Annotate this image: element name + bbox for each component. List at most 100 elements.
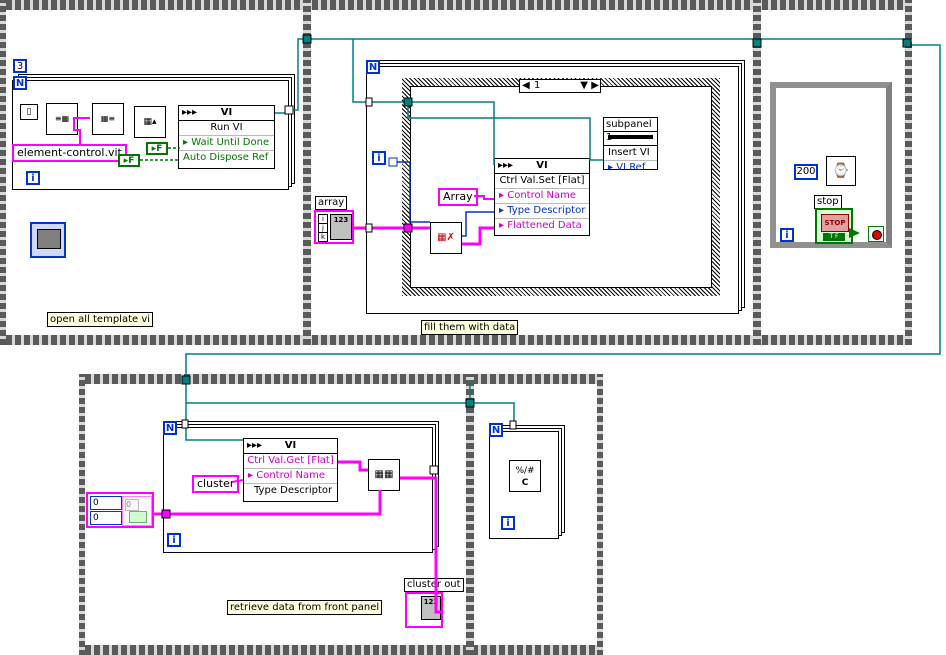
case-prev-icon[interactable]: ◀ (522, 80, 530, 91)
cluster-inner[interactable]: 0 (122, 496, 152, 526)
param-wait-until-done[interactable]: ▸ Wait Until Done (179, 136, 274, 151)
sequence-structure-left (0, 0, 6, 345)
sequence2-left (79, 374, 85, 655)
open-vi-reference-icon[interactable]: ▦▴ (134, 106, 166, 138)
input-arrow-icon: ▸ (248, 470, 254, 481)
cluster-inner-value: 0 (125, 499, 139, 511)
param-label: Flattened Data (507, 220, 582, 231)
variant-to-flattened-icon[interactable]: ▦✗ (430, 222, 462, 254)
param-label: Control Name (256, 470, 326, 481)
invoke-node-ctrl-val-set[interactable]: ▸▸▸ VI Ctrl Val.Set [Flat] ▸ Control Name… (494, 158, 590, 236)
ref-arrow-icon: ▸▸▸ (247, 440, 263, 451)
loop-count-terminal-4: N (489, 423, 503, 437)
loop-count-terminal-3: N (163, 421, 177, 435)
param-flattened-data[interactable]: ▸ Flattened Data (495, 219, 589, 233)
cluster-inner-bool-icon (129, 511, 147, 523)
stop-button-terminal[interactable]: STOP T F (815, 208, 853, 244)
case-value: 1 (534, 80, 541, 91)
format-string-icon[interactable]: %/# C (509, 460, 541, 492)
sequence-structure-top-border-bottom (0, 335, 912, 345)
boolean-constant-wait[interactable]: ▸F (146, 142, 168, 155)
method-ctrl-val-get[interactable]: Ctrl Val.Get [Flat] (244, 454, 337, 469)
invoke-node-header-3: ▸▸▸ VI (244, 439, 337, 454)
cluster-value-2[interactable]: 0 (90, 511, 122, 525)
array-element-num: 123 (330, 214, 352, 240)
vi-path-icon[interactable]: ▯ (20, 104, 38, 120)
node-class-label: VI (220, 107, 233, 118)
loop-iteration-terminal-4: i (501, 516, 515, 530)
property-node-subpanel[interactable]: subpanel 1 Insert VI ▸ VI Ref (603, 117, 658, 173)
invoke-node-header-2: ▸▸▸ VI (495, 159, 589, 174)
param-control-name-2[interactable]: ▸ Control Name (244, 469, 337, 484)
template-vi-name-constant[interactable]: element-control.vit (12, 144, 127, 162)
sequence2-divider (466, 374, 474, 655)
bool-value: F (128, 156, 135, 166)
method-run-vi[interactable]: Run VI (179, 121, 274, 136)
cluster-constant[interactable]: 0 0 0 (86, 492, 154, 528)
wait-timer-icon[interactable]: ⌚ (826, 156, 856, 186)
invoke-node-run-vi[interactable]: ▸▸▸ VI Run VI ▸ Wait Until Done Auto Disp… (178, 105, 275, 169)
ref-arrow-icon: ▸▸▸ (182, 107, 198, 118)
param-auto-dispose-ref[interactable]: Auto Dispose Ref (179, 151, 274, 165)
loop-count-constant[interactable]: 3 (13, 59, 27, 73)
build-path-icon[interactable]: ≡▦ (46, 103, 78, 135)
param-type-descriptor[interactable]: ▸ Type Descriptor (495, 204, 589, 219)
sequence-divider-1 (303, 0, 311, 345)
input-arrow-icon: ▸ (499, 220, 505, 231)
case-dropdown-icon[interactable]: ▼ (580, 80, 588, 91)
param-type-descriptor-2[interactable]: Type Descriptor (254, 485, 333, 496)
param-label: Control Name (507, 190, 577, 201)
sequence2-bottom-border (79, 645, 603, 655)
input-arrow-icon: ▸ (183, 137, 189, 148)
invoke-node-ctrl-val-get[interactable]: ▸▸▸ VI Ctrl Val.Get [Flat] ▸ Control Name… (243, 438, 338, 502)
boolean-constant-dispose[interactable]: ▸F (118, 154, 140, 167)
sequence-structure-top-border (0, 0, 912, 10)
wait-ms-constant[interactable]: 200 (794, 164, 818, 180)
stop-button-face: STOP (821, 214, 849, 232)
node-class-label: VI (536, 160, 548, 171)
strip-path-icon[interactable]: ▦≡ (92, 103, 124, 135)
case-next-icon[interactable]: ▶ (591, 80, 599, 91)
input-arrow-icon: ▸ (608, 162, 614, 173)
comment-fill-data: fill them with data (421, 320, 519, 335)
loop-iteration-terminal: i (26, 171, 40, 185)
node-class-label: VI (284, 440, 297, 451)
method-insert-vi[interactable]: Insert VI (604, 146, 657, 161)
param-label: VI Ref (616, 162, 646, 173)
cluster-name-constant[interactable]: cluster (192, 475, 240, 493)
cluster-out-label: cluster out (404, 578, 464, 592)
param-label: Auto Dispose Ref (183, 152, 269, 163)
bool-value: F (156, 144, 163, 154)
cluster-value-1[interactable]: 0 (90, 496, 122, 510)
loop-count-terminal: N (13, 76, 27, 90)
array-control[interactable]: i j k 123 (314, 210, 354, 244)
ref-arrow-icon: ▸▸▸ (498, 160, 514, 171)
fn-c-label: C (521, 478, 529, 488)
array-control-label: array (315, 196, 348, 210)
loop-tunnel-output (285, 106, 293, 114)
loop-iteration-terminal-3: i (167, 533, 181, 547)
invoke-node-header: ▸▸▸ VI (179, 106, 274, 121)
sequence2-right (597, 374, 603, 655)
sequence-divider-2 (753, 0, 761, 345)
stop-condition-terminal[interactable] (868, 226, 884, 242)
input-arrow-icon: ▸ (499, 190, 505, 201)
comment-open-templates: open all template vi (47, 312, 154, 327)
param-control-name[interactable]: ▸ Control Name (495, 189, 589, 204)
sequence2-top-border (79, 374, 603, 384)
comment-retrieve-data: retrieve data from front panel (227, 600, 383, 615)
param-vi-ref[interactable]: ▸ VI Ref (604, 161, 657, 175)
case-selector[interactable]: ◀ 1 ▼ ▶ (519, 79, 601, 93)
cluster-out-indicator[interactable]: 123 (405, 592, 443, 628)
method-ctrl-val-set[interactable]: Ctrl Val.Set [Flat] (495, 174, 589, 189)
param-label: Wait Until Done (191, 137, 270, 148)
loop-count-terminal-2: N (366, 60, 380, 74)
sequence-structure-right (905, 0, 912, 345)
format-symbols-icon: %/# (515, 466, 535, 476)
array-index-k: k (318, 232, 328, 242)
unflatten-from-string-icon[interactable]: ▦▦ (368, 459, 400, 491)
vi-refnum-array-icon (30, 222, 66, 258)
stop-button-label: stop (814, 195, 842, 209)
array-name-constant[interactable]: Array (438, 188, 478, 206)
subpanel-label: subpanel 1 (604, 118, 657, 143)
